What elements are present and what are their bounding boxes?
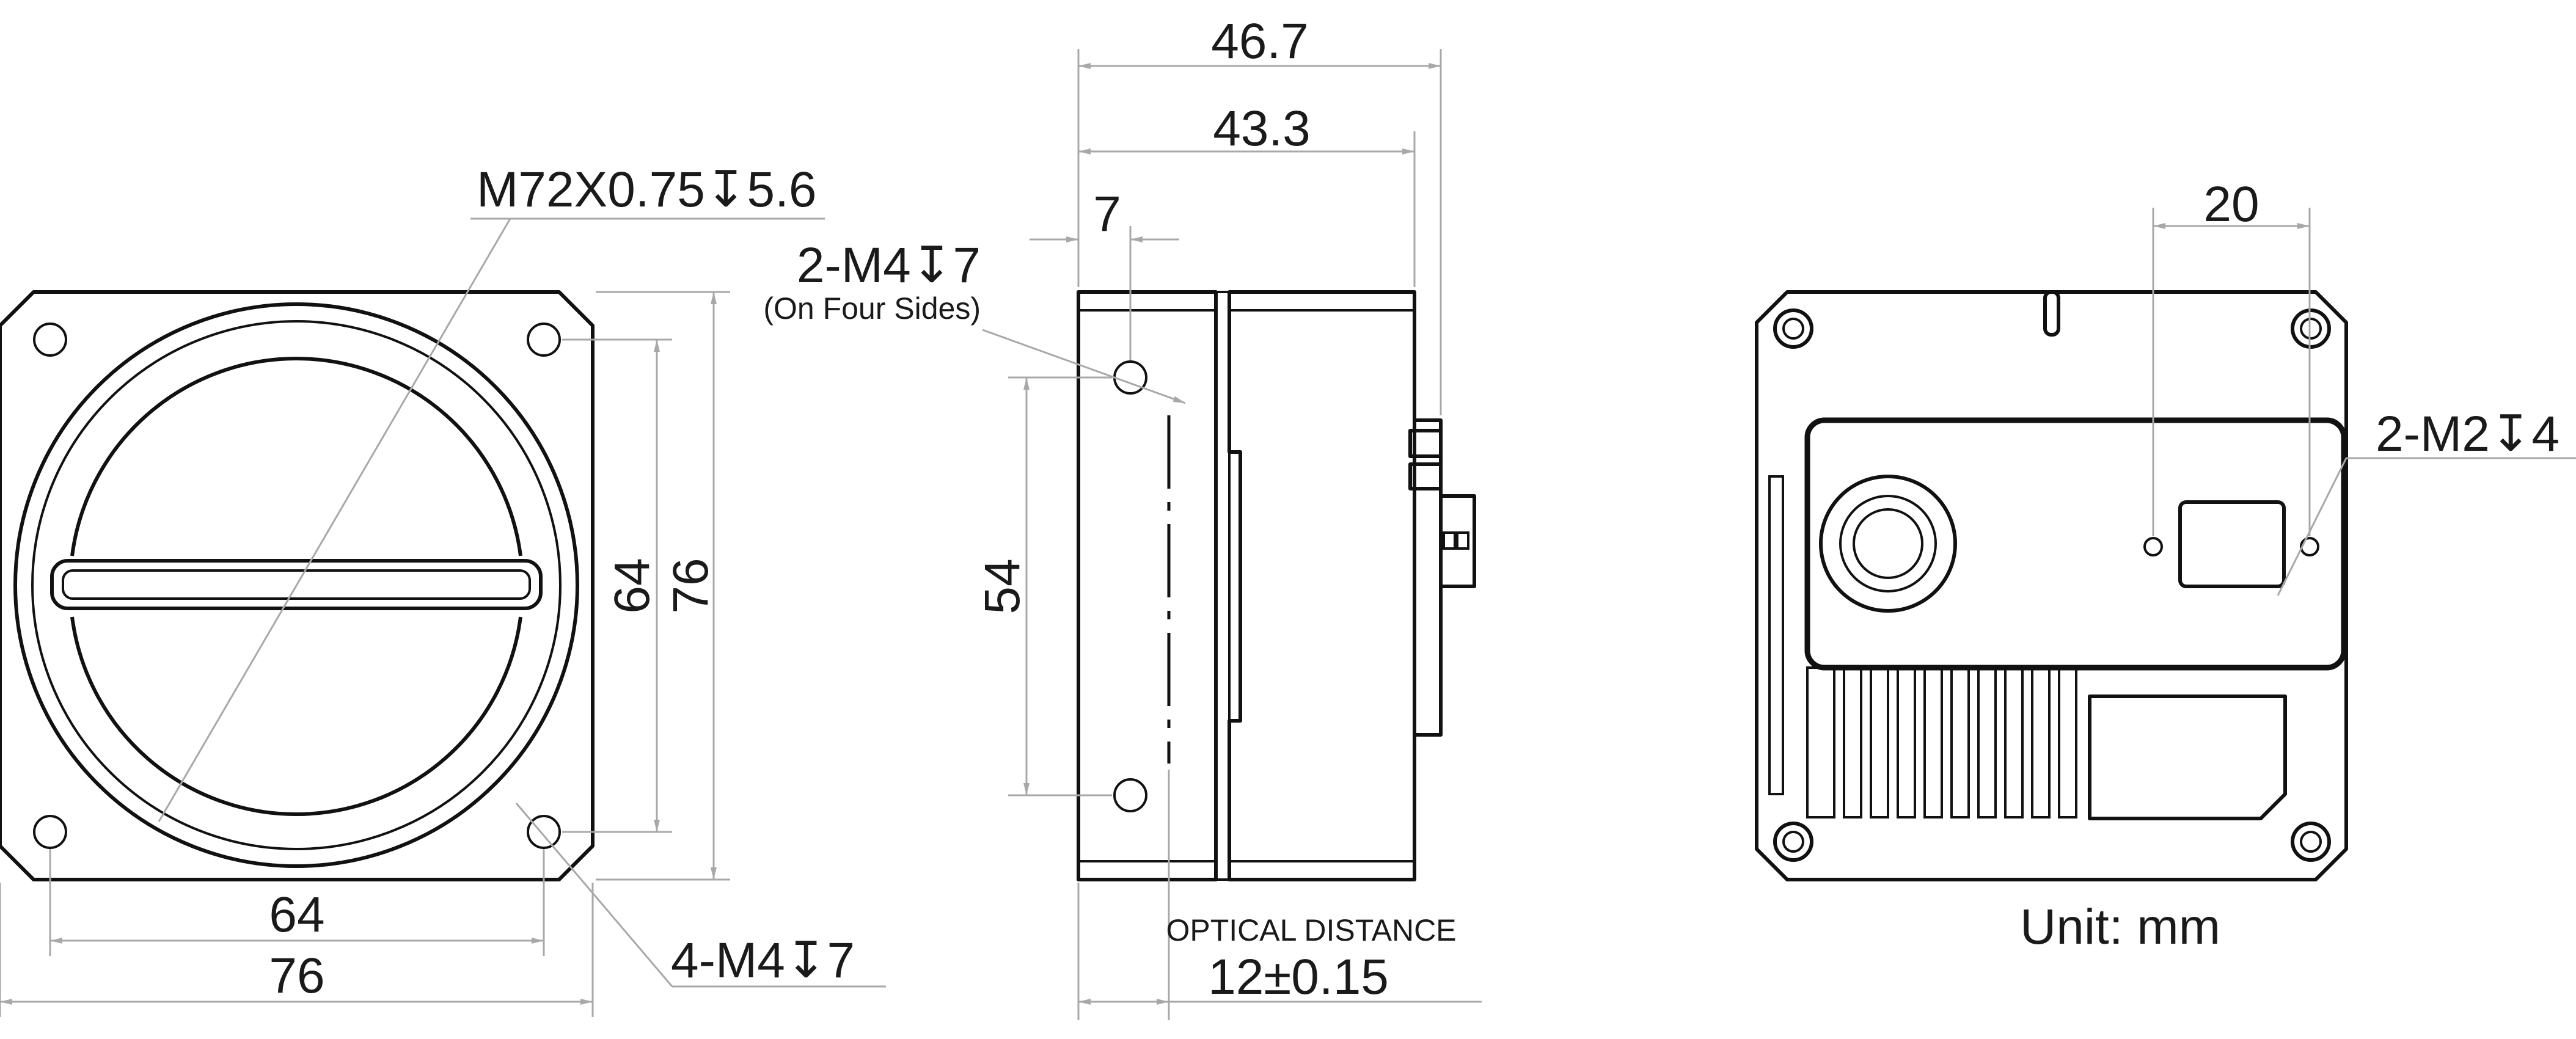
optical-distance-label: OPTICAL DISTANCE [1166, 913, 1456, 947]
rear-ethernet-port [2178, 500, 2286, 588]
rear-connector-panel [1804, 417, 2347, 671]
side-hole-bottom [1113, 778, 1147, 812]
hole-callout-label: 4-M4↧7 [671, 933, 855, 988]
side-connector-housing [1439, 494, 1476, 588]
rear-screw-top-left [1773, 308, 1813, 349]
side-hole-top [1113, 360, 1147, 395]
side-connector-stub [1408, 429, 1443, 458]
lens-mount-inner-ring [31, 320, 562, 850]
rear-hole-callout-label: 2-M2↧4 [2376, 406, 2560, 462]
front-view: M72X0.75↧5.6 64 76 64 76 4-M4↧7 [0, 162, 886, 1017]
rear-hole-left [2143, 537, 2163, 556]
rear-heatsink-fins [1806, 666, 2077, 818]
mount-hole-bottom-right [527, 815, 561, 849]
dim-76h-label: 76 [269, 948, 324, 1004]
optical-distance-value: 12±0.15 [1208, 949, 1389, 1005]
side-connector-pin-1 [1443, 531, 1456, 550]
rear-hole-leader-line [2277, 458, 2347, 596]
dim-64v-label: 64 [604, 558, 660, 613]
unit-label: Unit: mm [2020, 899, 2220, 955]
mount-upper-arc [70, 357, 522, 556]
mount-hole-top-left [33, 323, 67, 357]
front-body-outline [0, 290, 595, 881]
mount-hole-top-right [527, 323, 561, 357]
hole-leader-line [515, 803, 673, 987]
dim-43-3-label: 43.3 [1213, 101, 1311, 156]
mount-hole-bottom-left [33, 815, 67, 849]
lens-mount-outer-ring [13, 302, 579, 868]
rear-screw-bottom-right [2291, 822, 2331, 862]
mount-cap-bar [50, 559, 543, 610]
rear-screw-bottom-left [1773, 822, 1813, 862]
dim-54-label: 54 [975, 558, 1030, 614]
dim-64h-label: 64 [269, 887, 324, 942]
dim-76v-label: 76 [663, 558, 719, 613]
side-main-body [1228, 290, 1416, 881]
rear-view: 20 2-M2↧4 Unit: mm [1755, 177, 2576, 955]
rear-top-notch [2043, 290, 2060, 337]
thread-callout-label: M72X0.75↧5.6 [477, 162, 817, 217]
thread-leader-line [158, 218, 511, 822]
side-connector-stub-2 [1408, 462, 1443, 490]
rear-screw-top-right [2291, 308, 2331, 349]
dim-7-label: 7 [1093, 186, 1121, 242]
rear-body-outline [1755, 290, 2348, 881]
side-rear-plate [1413, 418, 1443, 737]
side-gap [1215, 291, 1231, 881]
rear-hole-right [2300, 537, 2319, 556]
side-hole-note-label: (On Four Sides) [763, 291, 981, 326]
dim-20-label: 20 [2203, 177, 2259, 232]
rear-round-connector [1819, 475, 1957, 613]
side-hole-leader-line [982, 329, 1186, 404]
side-connector-pin-2 [1456, 531, 1469, 550]
mount-lower-arc [70, 616, 522, 816]
side-view: 46.7 43.3 7 2-M4↧7 (On Four Sides) 54 OP… [763, 13, 1482, 1020]
rear-side-slot [1768, 475, 1784, 795]
dim-46-7-label: 46.7 [1211, 13, 1309, 69]
side-hole-callout-label: 2-M4↧7 [797, 238, 981, 293]
mount-cap-bar-inner [62, 569, 531, 600]
rear-label-plate [2088, 694, 2287, 820]
